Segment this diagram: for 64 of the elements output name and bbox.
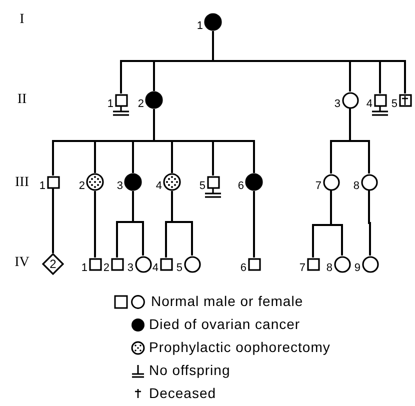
individual-number: 5 [391, 99, 398, 110]
male-symbol [206, 176, 220, 188]
individual-number: 5 [199, 181, 206, 192]
affected-female-symbol [204, 13, 222, 31]
individual-number: 6 [238, 181, 244, 192]
male-symbol [398, 94, 412, 106]
oophorectomy-female-symbol [163, 173, 181, 191]
legend-text: Died of ovarian cancer [149, 317, 300, 331]
individual-number: 7 [315, 181, 322, 192]
pedigree-line [330, 190, 343, 256]
legend-text: Normal male or female [151, 294, 304, 308]
individual-number: 6 [240, 263, 246, 274]
male-symbol [114, 94, 128, 106]
oophorectomy-female-symbol [86, 173, 104, 191]
male-symbol [46, 176, 60, 188]
male-symbol [374, 94, 386, 106]
individual-number: 1 [196, 21, 203, 32]
individual-number: 1 [107, 99, 114, 110]
affected-female-symbol [145, 91, 163, 109]
generation-label: II [16, 93, 28, 107]
individual-number: 2 [103, 263, 110, 274]
male-symbol [160, 258, 172, 270]
legend-text: No offspring [149, 363, 230, 377]
individual-number: 9 [354, 263, 360, 274]
male-symbol [88, 258, 102, 270]
individual-number: 2 [138, 99, 144, 110]
individual-number: 7 [299, 263, 306, 274]
individual-number: 8 [326, 263, 332, 274]
male-symbol [306, 258, 320, 270]
affected-female-symbol [124, 173, 142, 191]
female-symbol [322, 174, 340, 190]
individual-number: 4 [156, 181, 162, 192]
male-symbol [248, 258, 260, 270]
female-symbol [184, 256, 200, 272]
unknown-sex-symbol [42, 253, 64, 275]
generation-label: IV [14, 256, 30, 270]
count-label: 2 [48, 256, 58, 273]
individual-number: 4 [366, 99, 372, 110]
female-symbol [134, 256, 152, 272]
female-symbol [360, 174, 378, 190]
individual-number: 2 [78, 181, 85, 192]
individual-number: 5 [176, 263, 182, 274]
legend-text: Deceased [149, 386, 216, 400]
individual-number: 4 [152, 263, 158, 274]
pedigree-line [171, 191, 193, 256]
individual-number: 3 [334, 99, 340, 110]
generation-label: I [18, 13, 26, 27]
pedigree-line [349, 108, 370, 174]
female-symbol [362, 256, 378, 272]
female-symbol [334, 256, 350, 272]
legend-text: Prophylactic oophorectomy [149, 340, 330, 354]
pedigree-line [253, 191, 255, 258]
affected-female-symbol [245, 173, 263, 191]
pedigree-line [52, 188, 54, 253]
pedigree-line [368, 190, 371, 256]
individual-number: 1 [81, 263, 88, 274]
individual-number: 3 [116, 181, 123, 192]
pedigree-line [94, 191, 96, 258]
individual-number: 3 [127, 263, 134, 274]
male-symbol [110, 258, 124, 270]
individual-number: 8 [353, 181, 360, 192]
individual-number: 1 [39, 181, 46, 192]
female-symbol [342, 92, 358, 108]
generation-label: III [14, 176, 30, 190]
